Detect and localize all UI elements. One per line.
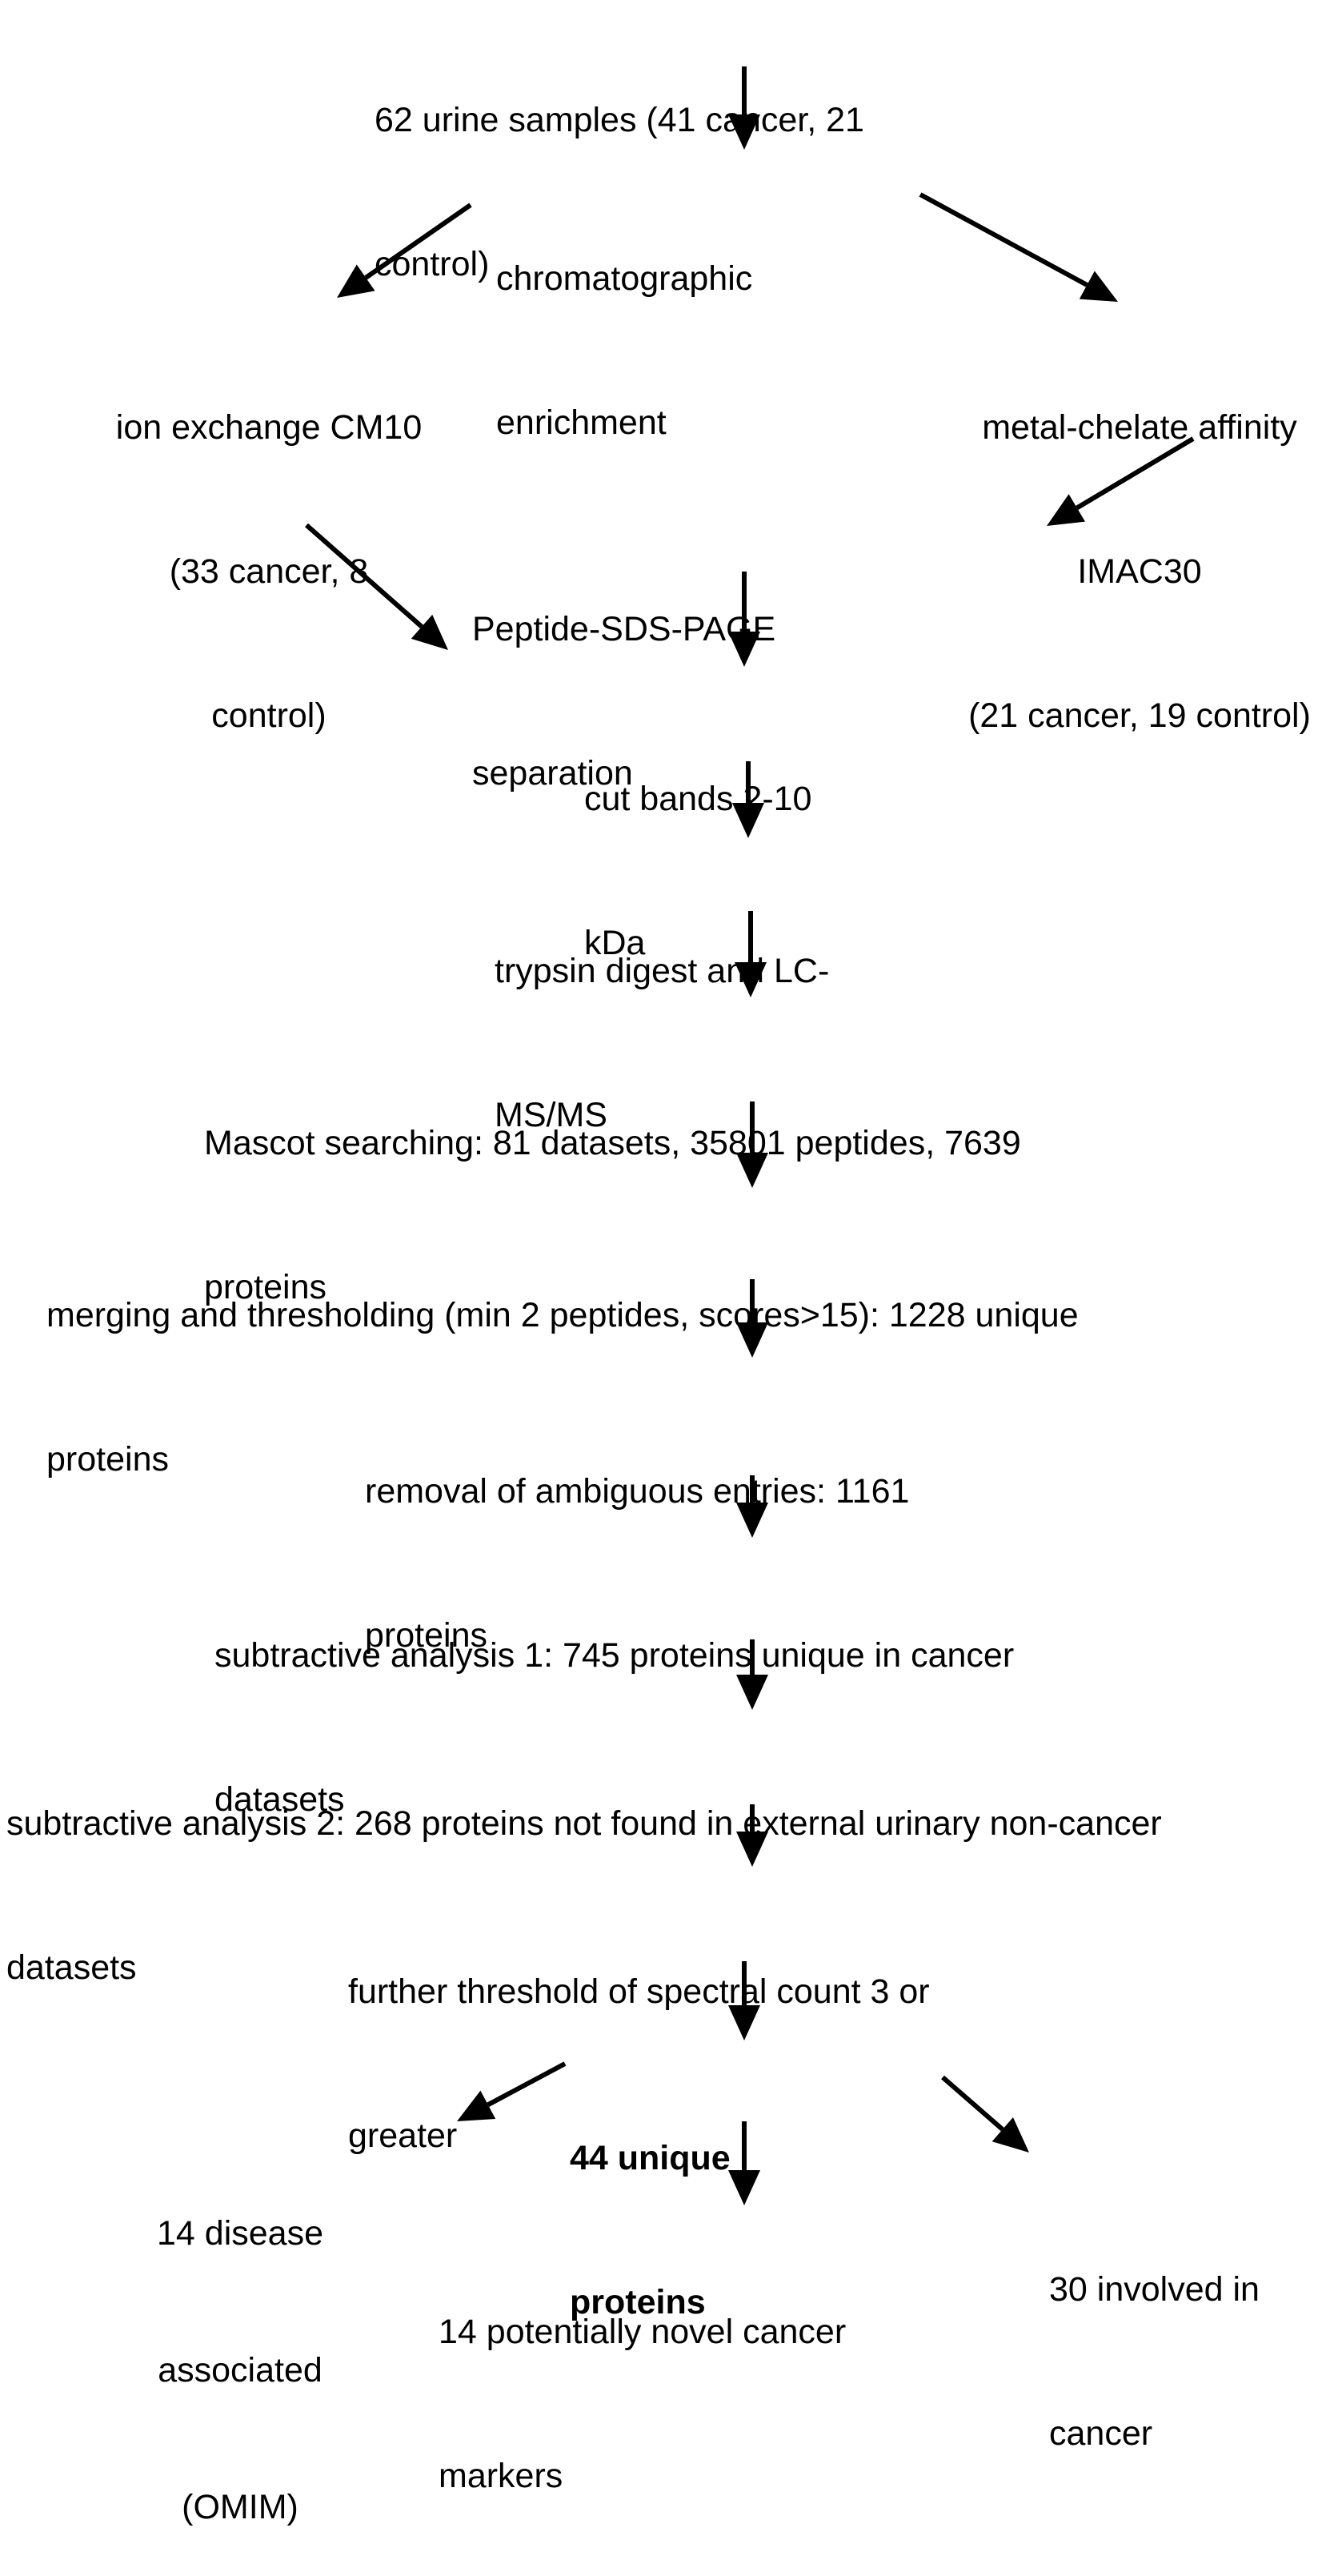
node-omim-line2: associated (158, 2351, 322, 2389)
node-imac30-line2: IMAC30 (1077, 552, 1202, 591)
node-cutbands-line1: cut bands 2-10 (584, 780, 812, 818)
node-threshold-line2: greater (348, 2117, 458, 2155)
node-subtractive2-line2: datasets (6, 1948, 137, 1987)
node-imac30-line3: (21 cancer, 19 control) (968, 696, 1311, 735)
arrow-enrichment-to-imac30 (919, 192, 1118, 302)
node-disease-associated-omim: 14 disease associated (OMIM) (68, 2120, 412, 2576)
node-trypsin-line1: trypsin digest and LC- (495, 952, 830, 990)
node-cancer30-line2: cancer (1049, 2414, 1153, 2453)
node-omim-line1: 14 disease (157, 2214, 323, 2253)
node-trypsin-lcmsms: trypsin digest and LC- MS/MS (495, 851, 829, 1187)
node-subtractive-analysis-1: subtractive analysis 1: 745 proteins uni… (214, 1535, 1014, 1872)
node-cm10-line2: (33 cancer, 8 (169, 552, 369, 591)
node-cut-bands: cut bands 2-10 kDa (584, 679, 811, 1015)
node-mascot-line2: proteins (204, 1268, 326, 1306)
node-involved-in-cancer: 30 involved in cancer (1049, 2169, 1260, 2506)
node-enrichment-line1: chromatographic (496, 259, 753, 298)
node-enrichment-line2: enrichment (496, 403, 667, 442)
node-subtractive1-line1: subtractive analysis 1: 745 proteins uni… (214, 1636, 1015, 1675)
node-merging-line1: merging and thresholding (min 2 peptides… (46, 1296, 1079, 1334)
node-mascot-line1: Mascot searching: 81 datasets, 35801 pep… (204, 1124, 1021, 1162)
node-threshold-line1: further threshold of spectral count 3 or (348, 1972, 930, 2011)
node-ion-exchange-cm10: ion exchange CM10 (33 cancer, 8 control) (85, 307, 453, 788)
node-novel-line2: markers (439, 2457, 563, 2495)
node-subtractive2-line1: subtractive analysis 2: 268 proteins not… (6, 1804, 1162, 1843)
node-removal-line2: proteins (365, 1616, 487, 1655)
node-peptide-sds-page: Peptide-SDS-PAGE separation (472, 509, 775, 845)
node-mascot-searching: Mascot searching: 81 datasets, 35801 pep… (204, 1023, 1021, 1359)
node-chromatographic-enrichment: chromatographic enrichment (496, 158, 752, 495)
node-subtractive1-line2: datasets (214, 1780, 345, 1819)
flowchart-canvas: { "diagram": { "title": "urine proteomic… (6, 0, 1342, 2526)
node-removal-line1: removal of ambiguous entries: 1161 (365, 1472, 910, 1511)
node-cm10-line3: control) (211, 696, 326, 735)
node-page-line2: separation (472, 754, 633, 792)
node-imac30-line1: metal-chelate affinity (982, 408, 1297, 447)
node-cm10-line1: ion exchange CM10 (115, 408, 423, 447)
node-metal-chelate-imac30: metal-chelate affinity IMAC30 (21 cancer… (935, 307, 1342, 788)
node-trypsin-line2: MS/MS (495, 1096, 607, 1134)
node-omim-line3: (OMIM) (182, 2488, 298, 2526)
node-novel-cancer-markers: 14 potentially novel cancer markers (439, 2212, 846, 2548)
node-samples-line2: control) (375, 245, 490, 283)
node-cancer30-line1: 30 involved in (1049, 2270, 1260, 2309)
arrow-44unique-to-cancer (941, 2075, 1029, 2153)
node-novel-line1: 14 potentially novel cancer (439, 2313, 847, 2351)
node-unique44-line1: 44 unique (570, 2139, 731, 2177)
node-samples: 62 urine samples (41 cancer, 21 control) (375, 0, 864, 336)
node-cutbands-line2: kDa (584, 924, 646, 962)
node-samples-line1: 62 urine samples (41 cancer, 21 (375, 101, 864, 139)
node-spectral-count-threshold: further threshold of spectral count 3 or… (348, 1872, 930, 2208)
node-merging-line2: proteins (46, 1440, 169, 1479)
node-removal-ambiguous: removal of ambiguous entries: 1161 prote… (365, 1371, 909, 1707)
node-page-line1: Peptide-SDS-PAGE (472, 610, 776, 648)
node-subtractive-analysis-2: subtractive analysis 2: 268 proteins not… (6, 1703, 1162, 2040)
node-merging-thresholding: merging and thresholding (min 2 peptides… (46, 1195, 1079, 1531)
